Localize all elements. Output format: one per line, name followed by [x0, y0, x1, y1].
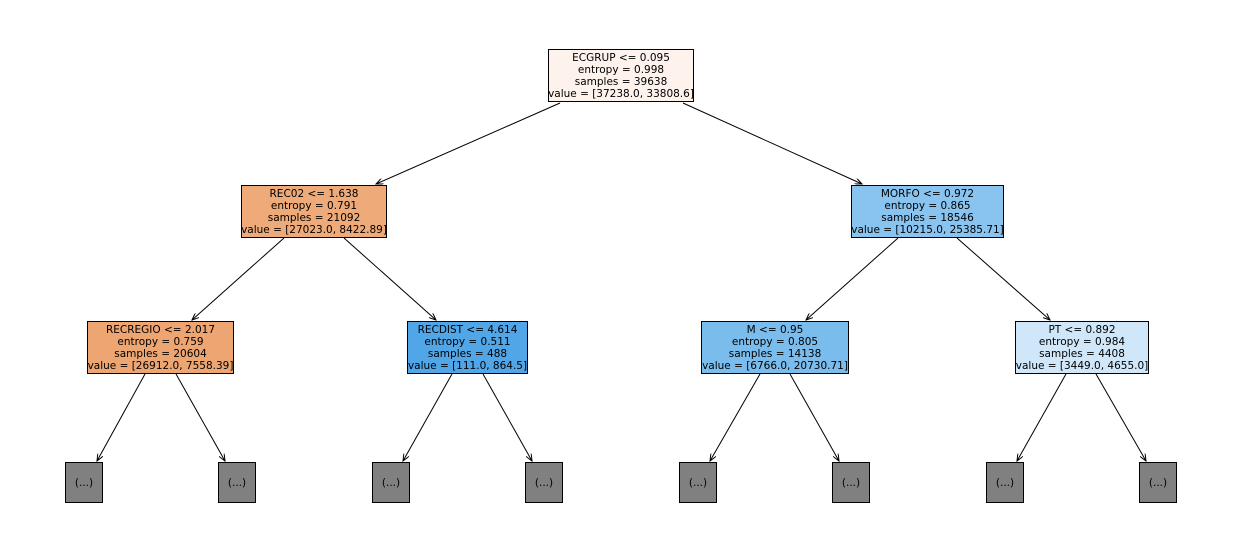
- tree-edge-6: [97, 373, 146, 461]
- node-samples: samples = 39638: [574, 75, 668, 88]
- node-value: value = [3449.0, 4655.0]: [1015, 359, 1149, 372]
- tree-node-right-left: M <= 0.95 entropy = 0.805 samples = 1413…: [701, 321, 849, 374]
- truncated-leaf: (...): [65, 462, 103, 503]
- tree-edge-0: [376, 102, 561, 184]
- node-samples: samples = 4408: [1039, 347, 1125, 360]
- truncated-leaf: (...): [832, 462, 870, 503]
- node-value: value = [27023.0, 8422.89]: [241, 223, 387, 236]
- node-value: value = [111.0, 864.5]: [407, 359, 528, 372]
- node-samples: samples = 21092: [267, 211, 361, 224]
- node-entropy: entropy = 0.511: [424, 335, 511, 348]
- node-entropy: entropy = 0.805: [731, 335, 819, 348]
- node-value: value = [26912.0, 7558.39]: [87, 359, 234, 372]
- node-split: M <= 0.95: [746, 323, 804, 336]
- node-samples: samples = 488: [427, 347, 508, 360]
- node-split: RECDIST <= 4.614: [417, 323, 518, 336]
- tree-node-left-right: RECDIST <= 4.614 entropy = 0.511 samples…: [407, 321, 528, 374]
- tree-edge-12: [1017, 373, 1067, 461]
- node-value: value = [37238.0, 33808.6]: [548, 87, 694, 100]
- tree-edge-9: [482, 373, 532, 461]
- truncated-leaf: (...): [372, 462, 410, 503]
- tree-edge-8: [403, 373, 453, 461]
- node-entropy: entropy = 0.998: [577, 63, 665, 76]
- tree-node-left-left: RECREGIO <= 2.017 entropy = 0.759 sample…: [87, 321, 234, 374]
- tree-node-left: REC02 <= 1.638 entropy = 0.791 samples =…: [241, 185, 387, 238]
- tree-edge-13: [1095, 373, 1146, 461]
- tree-edge-4: [806, 237, 899, 320]
- node-split: PT <= 0.892: [1048, 323, 1116, 336]
- tree-edge-7: [175, 373, 225, 461]
- node-samples: samples = 18546: [881, 211, 974, 224]
- tree-node-right: MORFO <= 0.972 entropy = 0.865 samples =…: [851, 185, 1004, 238]
- node-samples: samples = 14138: [728, 347, 822, 360]
- node-value: value = [6766.0, 20730.71]: [702, 359, 848, 372]
- tree-edge-11: [789, 373, 839, 461]
- tree-edge-1: [682, 102, 862, 184]
- tree-node-right-right: PT <= 0.892 entropy = 0.984 samples = 44…: [1015, 321, 1149, 374]
- truncated-leaf: (...): [986, 462, 1024, 503]
- tree-edge-10: [710, 373, 761, 461]
- node-split: ECGRUP <= 0.095: [572, 51, 670, 64]
- truncated-leaf: (...): [679, 462, 717, 503]
- node-split: MORFO <= 0.972: [880, 187, 975, 200]
- node-entropy: entropy = 0.759: [117, 335, 204, 348]
- truncated-leaf: (...): [218, 462, 256, 503]
- tree-edge-2: [192, 237, 285, 320]
- tree-edge-3: [343, 237, 436, 320]
- truncated-leaf: (...): [525, 462, 563, 503]
- node-split: RECREGIO <= 2.017: [105, 323, 216, 336]
- tree-node-root: ECGRUP <= 0.095 entropy = 0.998 samples …: [548, 49, 694, 102]
- node-entropy: entropy = 0.865: [884, 199, 971, 212]
- node-split: REC02 <= 1.638: [269, 187, 359, 200]
- node-entropy: entropy = 0.791: [270, 199, 358, 212]
- node-value: value = [10215.0, 25385.71]: [851, 223, 1004, 236]
- tree-edge-5: [956, 237, 1050, 320]
- node-entropy: entropy = 0.984: [1038, 335, 1126, 348]
- truncated-leaf: (...): [1139, 462, 1177, 503]
- node-samples: samples = 20604: [114, 347, 207, 360]
